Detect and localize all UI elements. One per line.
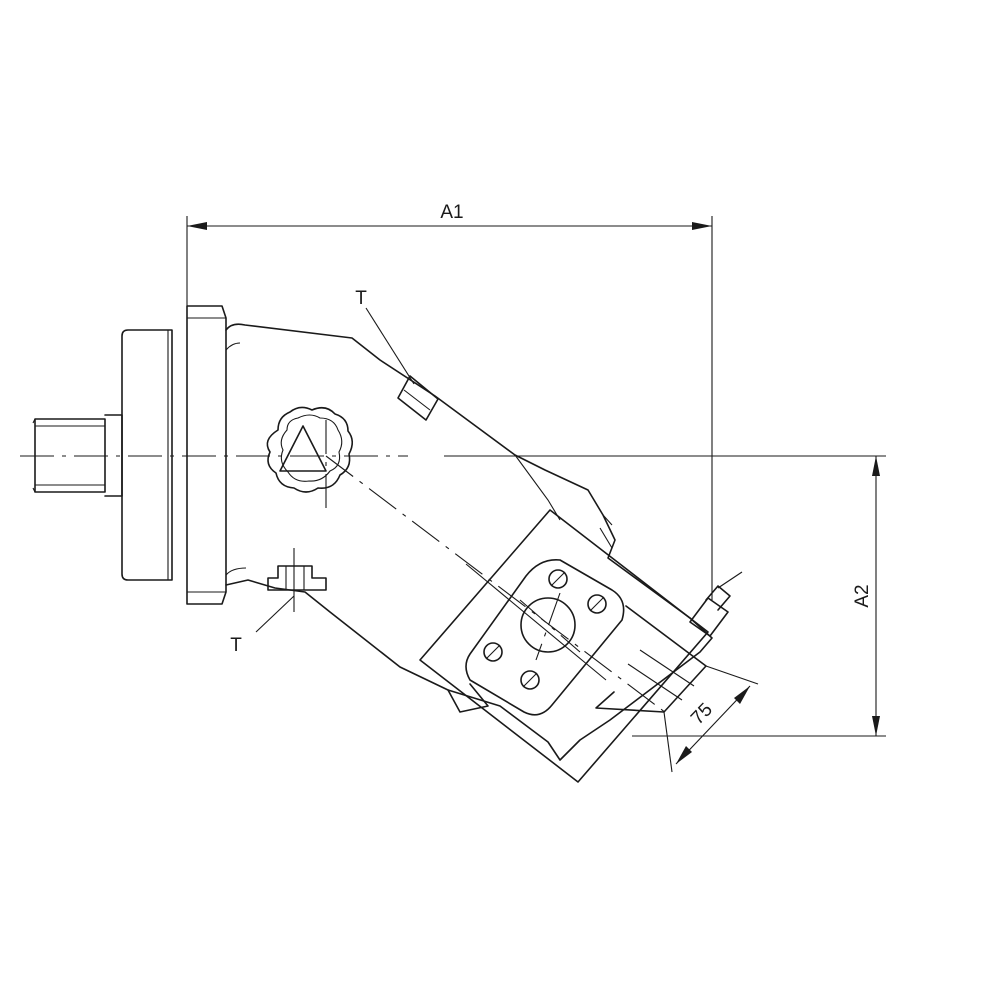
center-lines — [20, 420, 886, 717]
dimension-a1 — [186, 216, 713, 600]
mounting-flange — [121, 305, 227, 605]
t-port-upper — [397, 375, 439, 421]
port-block — [447, 527, 707, 713]
dimension-a1-label: A1 — [440, 202, 463, 223]
port-plate — [419, 509, 709, 783]
adjustment-screw — [689, 571, 743, 637]
t-label-upper: T — [355, 288, 367, 309]
dimension-75-label: 75 — [687, 699, 717, 729]
dimension-75 — [663, 665, 759, 773]
t-leader-lower — [255, 595, 295, 633]
t-label-lower: T — [230, 635, 242, 656]
control-port — [266, 406, 354, 493]
t-leader-upper — [365, 307, 415, 385]
t-port-lower — [267, 548, 327, 612]
pump-body — [225, 323, 713, 761]
dimension-a2-label: A2 — [852, 584, 873, 607]
dimension-a2 — [632, 456, 886, 737]
